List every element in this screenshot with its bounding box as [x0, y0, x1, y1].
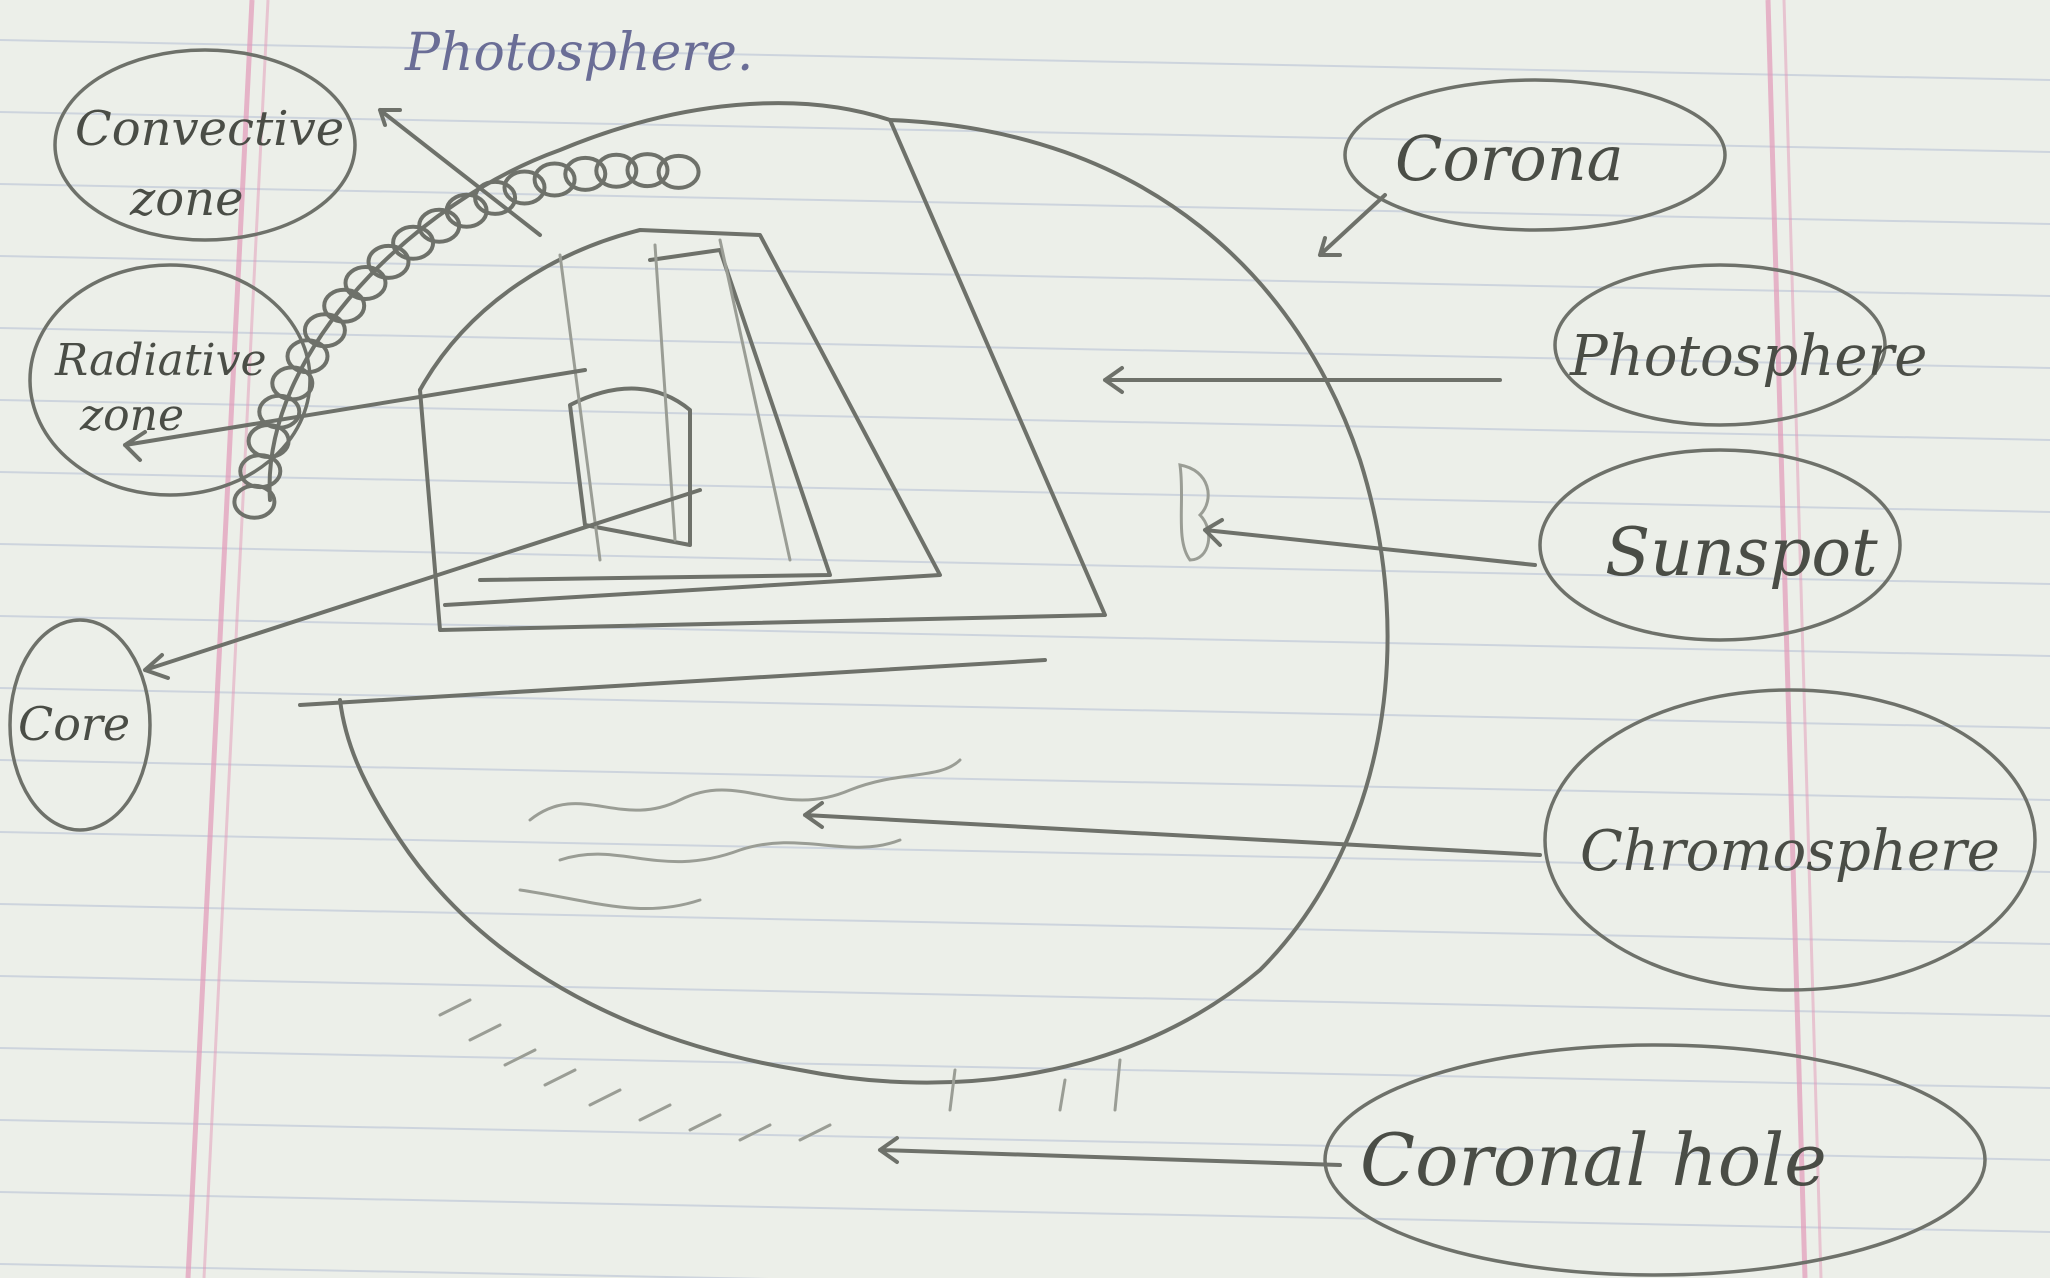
core-label: Core	[18, 697, 130, 751]
ruled-line	[0, 472, 2050, 512]
convection-cell	[659, 156, 699, 188]
ruled-line	[0, 256, 2050, 296]
photosphere-top-label: Photosphere.	[404, 23, 753, 83]
radiative-zone-label-2: zone	[79, 390, 184, 441]
sunspot-mark	[1180, 465, 1209, 560]
convection-cell	[240, 455, 280, 487]
ruled-line	[0, 616, 2050, 656]
sunspot-label: Sunspot	[1605, 514, 1878, 591]
convection-cell	[249, 425, 289, 457]
convection-cell	[234, 486, 274, 518]
chromosphere-label: Chromosphere	[1580, 819, 2000, 884]
convection-cell	[393, 227, 433, 259]
coronal-hole-label: Coronal hole	[1360, 1118, 1827, 1202]
coronal-hole-hatching	[440, 1000, 1120, 1140]
ruled-line	[0, 976, 2050, 1016]
convective-loops	[234, 154, 698, 518]
convection-cell	[369, 246, 409, 278]
ruled-line	[0, 904, 2050, 944]
ruled-line	[0, 184, 2050, 224]
ruled-line	[0, 1048, 2050, 1088]
photosphere-label: Photosphere	[1569, 324, 1927, 389]
ruled-line	[0, 760, 2050, 800]
radiative-zone-label: Radiative	[54, 335, 267, 386]
ruled-lines	[0, 40, 2050, 1278]
chromosphere-shading	[520, 760, 960, 909]
convective-zone-label: Convective	[75, 101, 344, 157]
pointer-arrows	[125, 110, 1540, 1165]
corona-label: Corona	[1395, 122, 1624, 195]
convective-zone-label-2: zone	[129, 171, 244, 227]
